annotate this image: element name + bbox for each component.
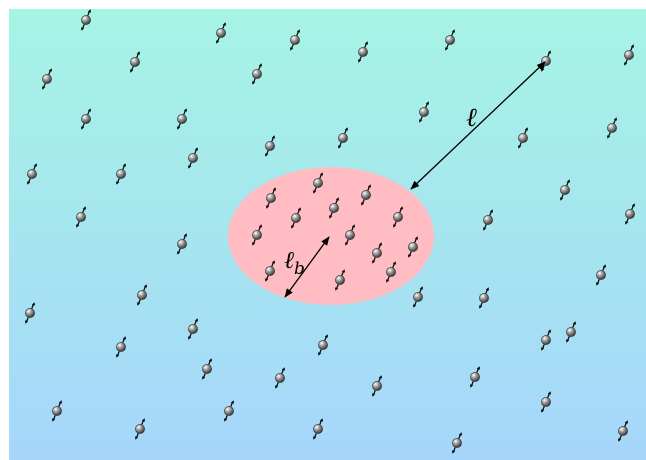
long-distance-label: ℓ: [466, 103, 477, 133]
short-distance-subscript: b: [294, 259, 305, 279]
short-distance-symbol: ℓ: [284, 246, 294, 274]
